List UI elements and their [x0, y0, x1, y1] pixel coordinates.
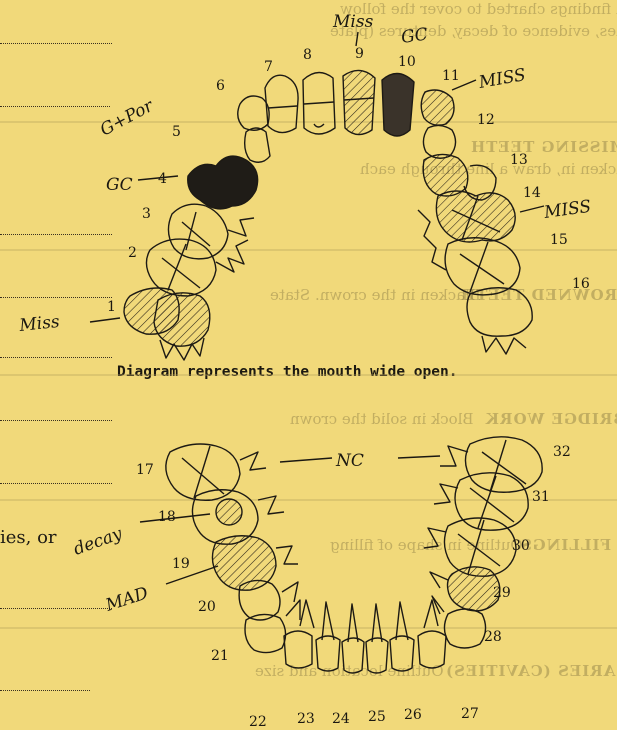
tooth-11: [421, 90, 454, 125]
tooth-2-root: [216, 240, 248, 272]
tooth-number-32: 32: [553, 444, 571, 460]
upper-arch: [124, 70, 532, 360]
note-arrow-1: [90, 318, 120, 322]
tooth-22: [284, 600, 314, 668]
note-miss-1: Miss: [17, 312, 60, 336]
note-arrow-9: [356, 32, 358, 46]
tooth-number-12: 12: [477, 112, 495, 128]
tooth-30: [424, 518, 516, 576]
tooth-19: [212, 536, 298, 590]
tooth-number-14: 14: [523, 185, 541, 201]
note-gc-10: GC: [400, 24, 429, 48]
tooth-number-3: 3: [142, 206, 151, 222]
tooth-26: [390, 602, 414, 671]
tooth-number-8: 8: [303, 47, 312, 63]
tooth-12: [423, 125, 455, 158]
tooth-number-11: 11: [442, 68, 460, 84]
note-miss-9: Miss: [332, 12, 374, 32]
note-gc-4: GC: [106, 175, 133, 195]
note-nc-line-right: [398, 456, 440, 458]
tooth-number-27: 27: [461, 706, 479, 722]
lower-numbers: 17 18 19 20 21 22 23 24 25 26 27 28 29 3…: [136, 444, 571, 730]
note-miss-11: MISS: [476, 65, 527, 93]
note-nc-line-left: [280, 458, 332, 462]
tooth-31: [434, 473, 528, 530]
note-decay-18: decay: [71, 524, 125, 560]
tooth-number-29: 29: [493, 585, 511, 601]
tooth-1-root: [154, 293, 210, 360]
tooth-number-17: 17: [136, 462, 154, 478]
tooth-number-7: 7: [264, 59, 273, 75]
tooth-number-25: 25: [368, 709, 386, 725]
tooth-number-10: 10: [398, 54, 416, 70]
tooth-16: [467, 288, 532, 354]
tooth-number-23: 23: [297, 711, 315, 727]
tooth-number-15: 15: [550, 232, 568, 248]
tooth-number-30: 30: [512, 538, 530, 554]
tooth-32: [440, 437, 542, 492]
note-gcpor-5: G+Por: [97, 96, 157, 141]
tooth-7: [265, 75, 298, 132]
tooth-14: [436, 191, 515, 242]
tooth-9: [343, 70, 375, 134]
tooth-number-13: 13: [510, 152, 528, 168]
tooth-5: [245, 128, 270, 162]
tooth-24: [342, 604, 364, 673]
tooth-number-9: 9: [355, 46, 364, 62]
tooth-number-20: 20: [198, 599, 216, 615]
tooth-25: [366, 604, 388, 673]
tooth-number-26: 26: [404, 707, 422, 723]
tooth-number-18: 18: [158, 509, 176, 525]
tooth-17: [166, 444, 266, 500]
tooth-number-31: 31: [532, 489, 550, 505]
tooth-21: [245, 600, 300, 653]
tooth-3-root: [228, 218, 254, 236]
tooth-3: [168, 204, 228, 259]
tooth-number-6: 6: [216, 78, 225, 94]
note-mad-19: MAD: [102, 583, 151, 616]
tooth-23: [316, 602, 340, 671]
tooth-number-19: 19: [172, 556, 190, 572]
tooth-number-1: 1: [107, 299, 116, 315]
tooth-10: [382, 73, 414, 136]
tooth-number-2: 2: [128, 245, 137, 261]
tooth-6: [238, 96, 269, 130]
tooth-8: [303, 72, 335, 134]
note-nc: NC: [335, 451, 364, 471]
tooth-number-24: 24: [332, 711, 350, 727]
tooth-number-5: 5: [172, 124, 181, 140]
tooth-number-16: 16: [572, 276, 590, 292]
tooth-number-21: 21: [211, 648, 229, 664]
tooth-15: [445, 238, 520, 295]
note-arrow-14: [520, 206, 544, 212]
tooth-number-28: 28: [484, 629, 502, 645]
tooth-number-22: 22: [249, 714, 267, 730]
handwritten-annotations: Miss GC MISS G+Por GC MISS Miss NC decay…: [17, 12, 592, 616]
tooth-number-4: 4: [158, 171, 167, 187]
tooth-4: [188, 156, 258, 209]
note-miss-14: MISS: [542, 197, 592, 224]
